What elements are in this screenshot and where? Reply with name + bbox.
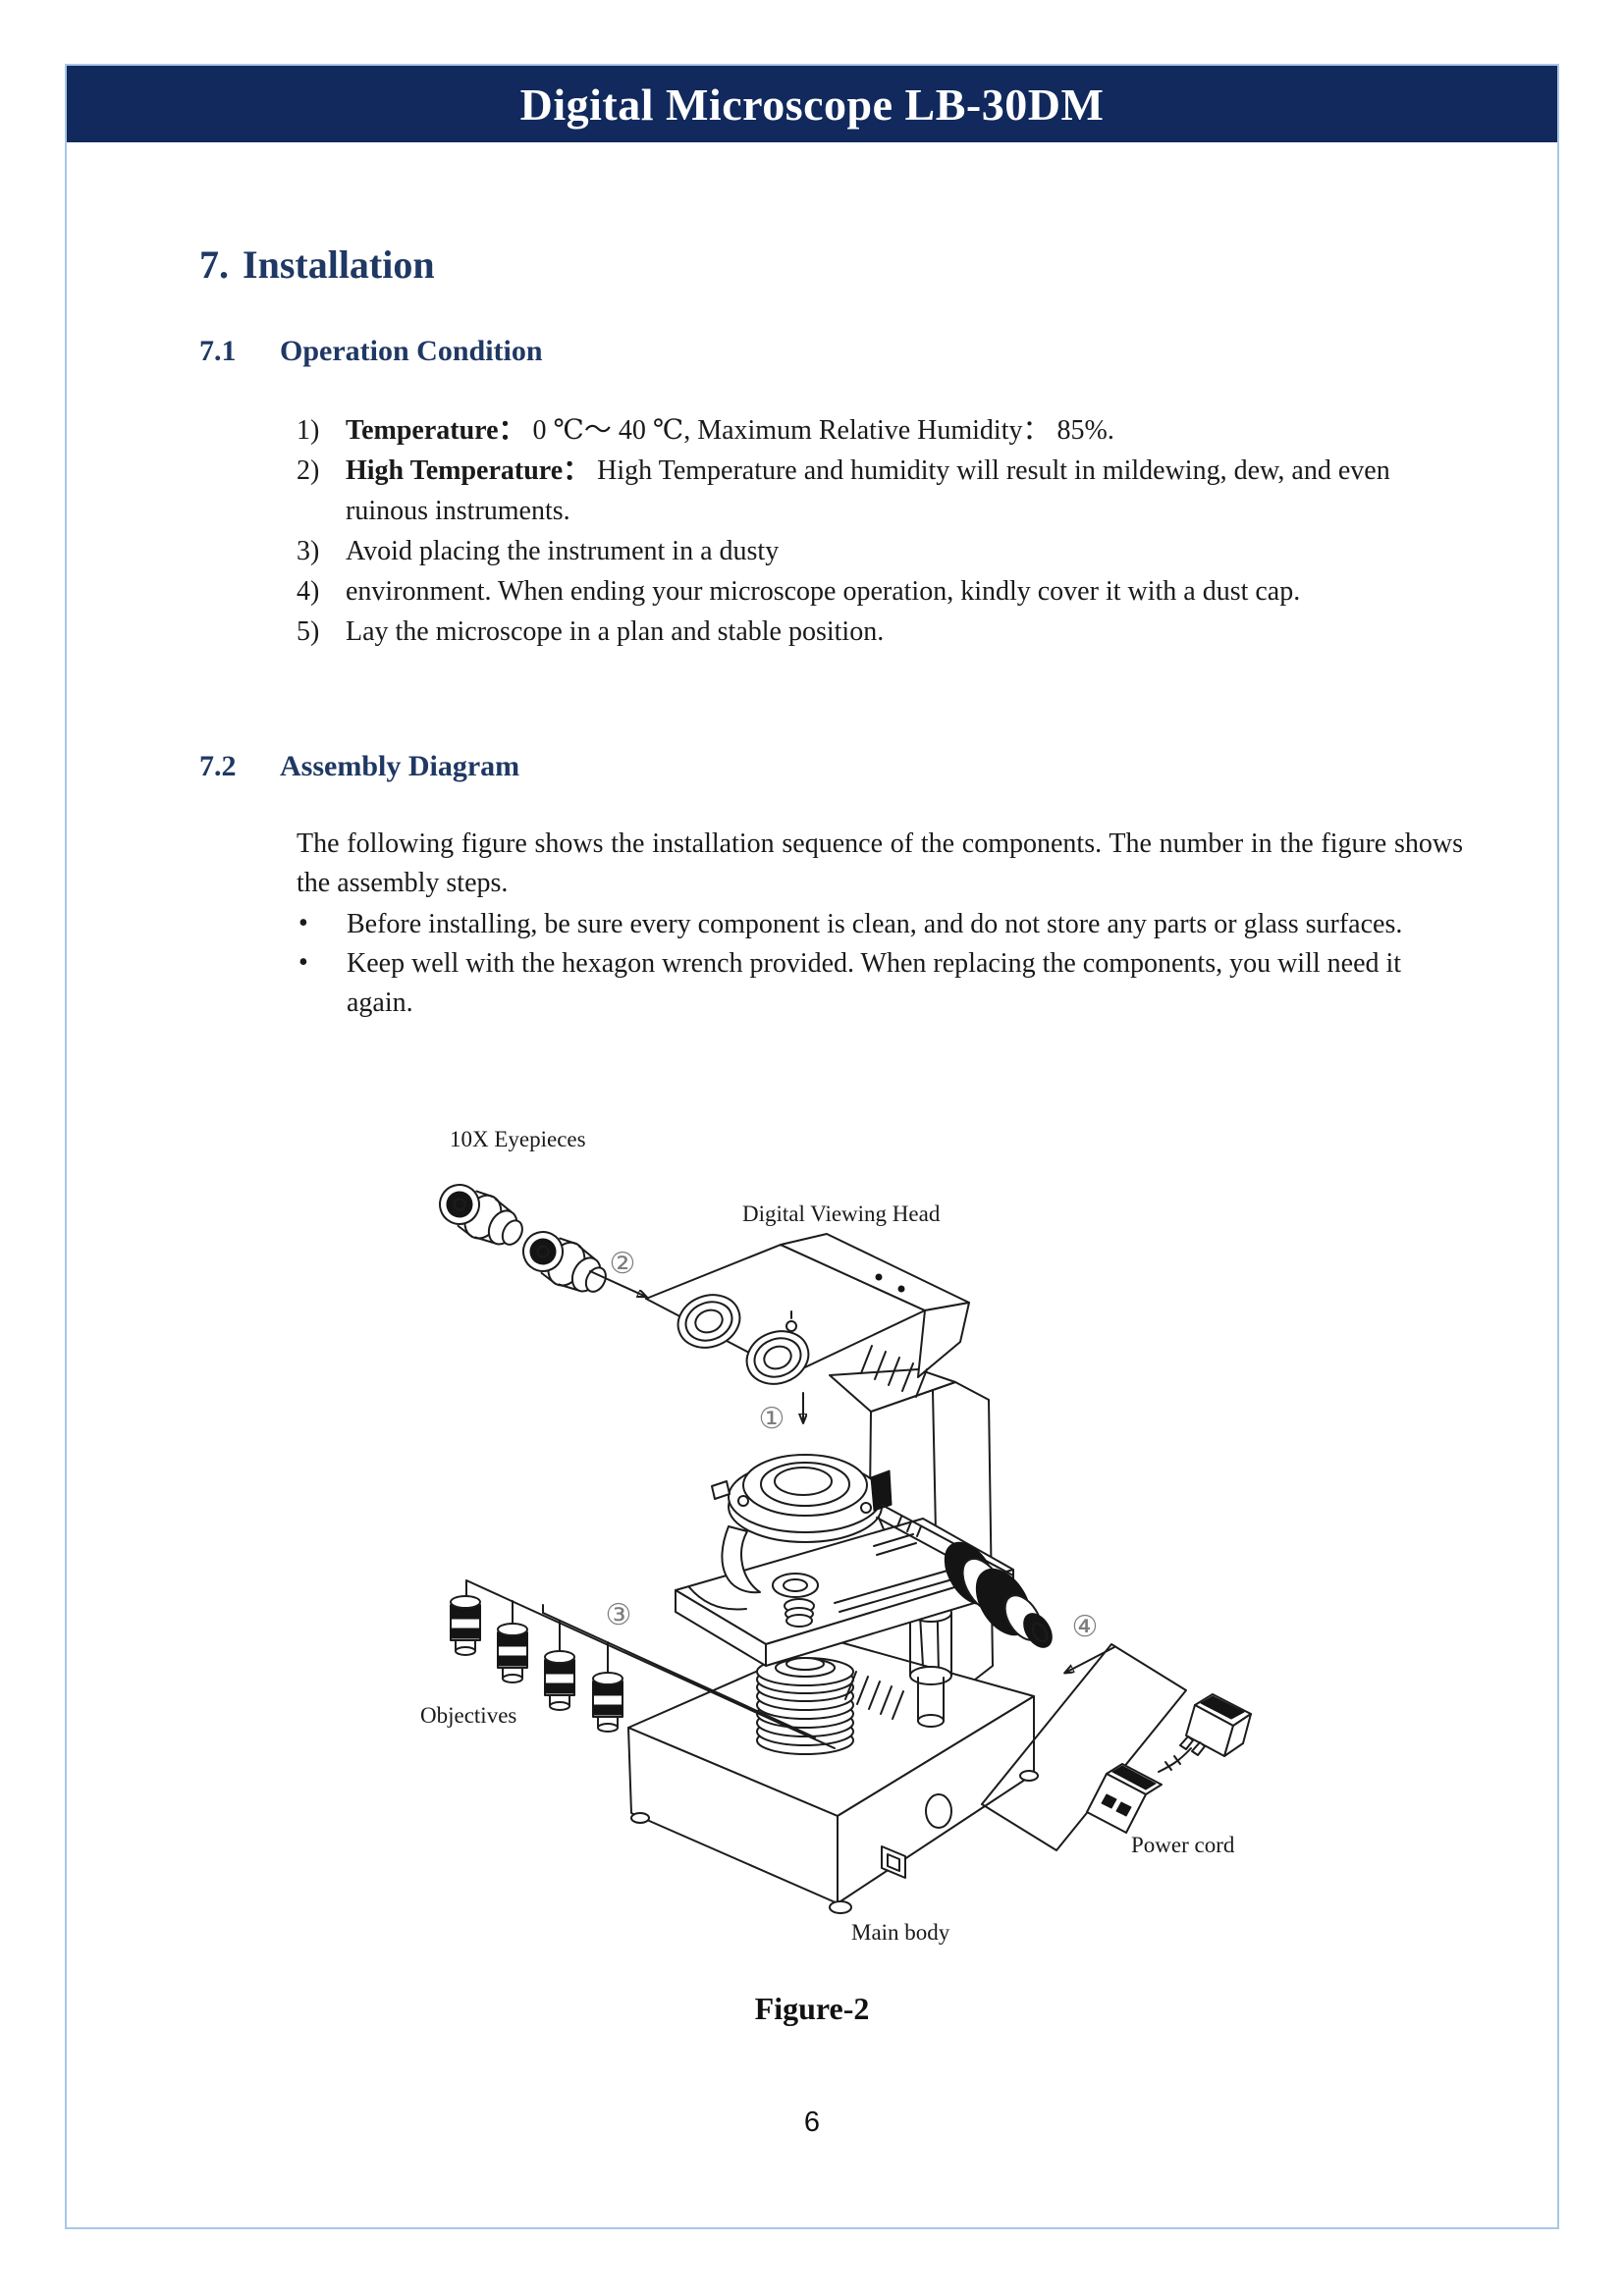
list-item: 3) Avoid placing the instrument in a dust… xyxy=(297,531,1463,571)
list-item-number: 3) xyxy=(297,536,320,566)
objectives-drawing xyxy=(450,1579,836,1749)
operation-condition-list: 1) Temperature： 0 ℃～ 40 ℃, Maximum Relati… xyxy=(297,410,1463,652)
intro-paragraph: The following figure shows the installat… xyxy=(297,828,1463,898)
subsection-7-2-number: 7.2 xyxy=(199,750,237,782)
list-item-text: 0 ℃～ 40 ℃, Maximum Relative Humidity： 85… xyxy=(525,415,1114,446)
subsection-heading-7-2: 7.2 Assembly Diagram xyxy=(199,750,519,783)
header-bar: Digital Microscope LB-30DM xyxy=(67,66,1557,142)
bullet-text: Before installing, be sure every compone… xyxy=(347,909,1403,939)
list-item-bold: Temperature： xyxy=(346,415,526,446)
list-item-number: 5) xyxy=(297,616,320,647)
list-item-text: environment. When ending your microscope… xyxy=(346,576,1301,607)
step-marker-4: ④ xyxy=(1072,1610,1099,1644)
list-item-bold: High Temperature： xyxy=(346,455,591,486)
subsection-7-2-title: Assembly Diagram xyxy=(280,750,520,782)
list-item: 2) High Temperature： High Temperature and… xyxy=(297,451,1463,531)
dovetail-hatch xyxy=(844,1671,904,1720)
power-cord-drawing xyxy=(981,1643,1252,1851)
step-marker-1: ① xyxy=(759,1402,785,1436)
page-number: 6 xyxy=(803,2107,821,2138)
list-item-text: Lay the microscope in a plan and stable … xyxy=(346,616,885,647)
subsection-heading-7-1: 7.1 Operation Condition xyxy=(199,335,543,368)
bullet-text: Keep well with the hexagon wrench provid… xyxy=(347,948,1402,1018)
bullet-icon: • xyxy=(298,947,308,978)
subsection-7-1-number: 7.1 xyxy=(199,335,237,367)
list-item-number: 2) xyxy=(297,455,320,486)
power-cord-label: Power cord xyxy=(1131,1833,1235,1857)
section-heading: 7. Installation xyxy=(199,241,435,288)
illuminator-coil-drawing xyxy=(756,1657,854,1755)
list-item: 4) environment. When ending your microsco… xyxy=(297,571,1463,612)
viewing-head-drawing xyxy=(645,1233,970,1398)
list-item-text: Avoid placing the instrument in a dusty xyxy=(346,536,780,566)
assembly-figure: ① ② ③ ④ 10X Eyepieces Digital Viewing He… xyxy=(383,1085,1267,1958)
eyepieces-drawing xyxy=(439,1184,607,1293)
bullet-icon: • xyxy=(298,908,308,938)
section-title: Installation xyxy=(243,242,435,287)
figure-caption: Figure-2 xyxy=(754,1991,870,2026)
subsection-7-1-title: Operation Condition xyxy=(280,335,543,367)
step-marker-2: ② xyxy=(610,1247,636,1281)
list-item-text: High Temperature and humidity will resul… xyxy=(346,455,1390,526)
list-item-number: 4) xyxy=(297,576,320,607)
head-mount-ring-drawing xyxy=(711,1454,893,1594)
section-number: 7. xyxy=(199,242,229,287)
header-title: Digital Microscope LB-30DM xyxy=(519,79,1105,130)
list-item: 1) Temperature： 0 ℃～ 40 ℃, Maximum Relati… xyxy=(297,410,1463,451)
microscope-assembly-diagram: ① ② ③ ④ 10X Eyepieces Digital Viewing He… xyxy=(420,1127,1252,1945)
step-arrows xyxy=(589,1270,1115,1673)
main-body-label: Main body xyxy=(851,1920,950,1945)
step-marker-3: ③ xyxy=(606,1598,632,1632)
viewing-head-label: Digital Viewing Head xyxy=(742,1201,941,1226)
stage-drawing xyxy=(675,1518,1014,1667)
objectives-label: Objectives xyxy=(420,1703,516,1728)
eyepieces-label: 10X Eyepieces xyxy=(450,1127,586,1151)
list-item-number: 1) xyxy=(297,415,320,446)
bullet-item: • Keep well with the hexagon wrench provi… xyxy=(297,944,1463,1023)
bullet-item: • Before installing, be sure every compon… xyxy=(297,905,1463,944)
bullet-list: • Before installing, be sure every compon… xyxy=(297,905,1463,1023)
list-item: 5) Lay the microscope in a plan and stabl… xyxy=(297,612,1463,652)
focus-knobs-drawing xyxy=(876,1504,1053,1648)
